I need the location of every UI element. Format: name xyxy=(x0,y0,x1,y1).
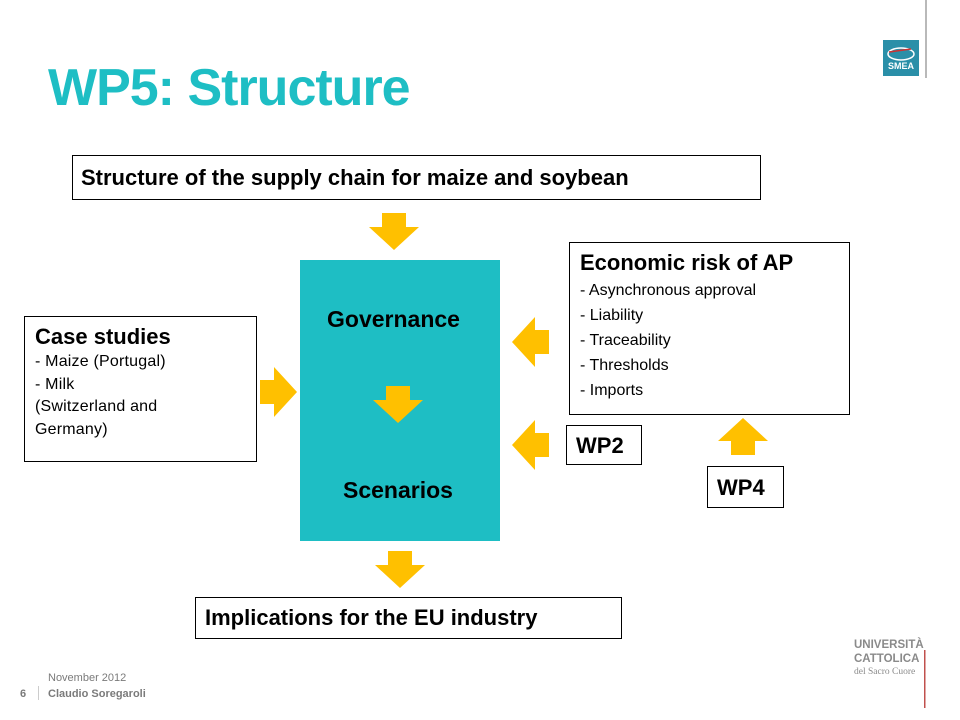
governance-label: Governance xyxy=(327,306,460,332)
economic-risk-item: - Traceability xyxy=(580,332,671,349)
case-studies-title: Case studies xyxy=(35,324,171,349)
footer-date: November 2012 xyxy=(48,672,127,684)
arrow-right-icon xyxy=(260,367,297,417)
economic-risk-item: - Imports xyxy=(580,382,644,399)
case-study-item: Germany) xyxy=(35,420,108,438)
university-logo-line: UNIVERSITÀ xyxy=(854,638,924,651)
university-logo-line: del Sacro Cuore xyxy=(854,667,915,677)
slide-title: WP5: Structure xyxy=(48,59,411,117)
smea-logo-text: SMEA xyxy=(888,61,915,71)
implications-box: Implications for the EU industry xyxy=(195,597,622,639)
arrow-down-icon xyxy=(375,551,425,588)
economic-risk-item: - Liability xyxy=(580,307,644,324)
footer-divider xyxy=(38,686,39,700)
header-divider xyxy=(925,0,927,78)
smea-logo: SMEA xyxy=(883,40,919,76)
wp4-box: WP4 xyxy=(707,466,784,508)
economic-risk-item: - Thresholds xyxy=(580,357,669,374)
case-study-item: - Maize (Portugal) xyxy=(35,353,166,370)
footer-author: Claudio Soregaroli xyxy=(48,688,146,700)
economic-risk-box: Economic risk of AP - Asynchronous appro… xyxy=(569,242,850,415)
supply-chain-box: Structure of the supply chain for maize … xyxy=(72,155,761,200)
university-logo: UNIVERSITÀ CATTOLICA del Sacro Cuore xyxy=(854,638,926,708)
page-number: 6 xyxy=(20,688,27,700)
case-study-item: (Switzerland and xyxy=(35,398,158,415)
case-study-item: - Milk xyxy=(35,375,75,393)
arrow-down-icon xyxy=(373,386,423,423)
economic-risk-item: - Asynchronous approval xyxy=(580,282,757,299)
economic-risk-title: Economic risk of AP xyxy=(580,250,794,275)
scenarios-label: Scenarios xyxy=(343,477,453,503)
arrow-down-icon xyxy=(369,213,419,250)
arrow-left-icon xyxy=(512,420,549,470)
university-logo-line: CATTOLICA xyxy=(854,653,919,665)
case-studies-box: Case studies - Maize (Portugal) - Milk (… xyxy=(24,316,257,462)
arrow-left-icon xyxy=(512,317,549,367)
wp2-box: WP2 xyxy=(566,425,642,465)
arrow-up-icon xyxy=(718,418,768,455)
